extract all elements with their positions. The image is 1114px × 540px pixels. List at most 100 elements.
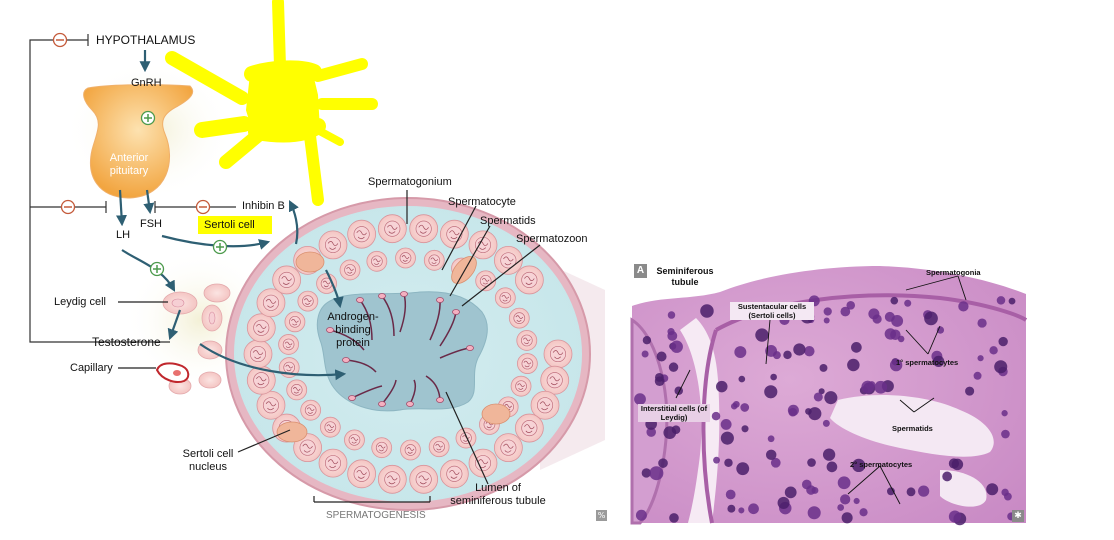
nucleus: [887, 487, 895, 496]
germ-cell: [366, 250, 388, 272]
nucleus: [669, 513, 679, 523]
nucleus: [977, 318, 987, 328]
nucleus: [711, 411, 721, 421]
spermatozoon-mark: [439, 345, 474, 359]
germ-cell: [395, 247, 416, 269]
nucleus: [734, 346, 747, 359]
label-capillary: Capillary: [70, 362, 113, 374]
nucleus: [891, 315, 904, 327]
label-sustentacular: Sustentacular cells (Sertoli cells): [730, 302, 814, 320]
minus-sign-pituitary: [60, 199, 76, 215]
label-hypothalamus: HYPOTHALAMUS: [96, 33, 196, 47]
label-leydig-cell: Leydig cell: [54, 296, 106, 308]
label-spermatids: Spermatids: [480, 215, 536, 227]
nucleus: [784, 486, 797, 499]
label-anterior-pituitary: Anterior pituitary: [109, 152, 149, 177]
nucleus: [986, 483, 999, 496]
nucleus: [713, 456, 720, 464]
germ-cell: [494, 287, 516, 309]
nucleus: [808, 407, 822, 421]
nucleus: [641, 468, 652, 478]
label-testosterone: Testosterone: [92, 335, 161, 349]
regulation-signs: [52, 32, 228, 277]
nucleus: [868, 308, 880, 320]
nucleus: [823, 307, 832, 316]
nucleus: [730, 402, 738, 410]
nucleus: [874, 380, 888, 394]
label-2nd-spermatocytes: 2° spermatocytes: [850, 460, 913, 469]
nucleus: [853, 497, 860, 505]
nucleus: [725, 489, 736, 500]
germ-cell: [508, 307, 530, 329]
nucleus: [884, 328, 897, 340]
germ-cell: [493, 433, 523, 463]
nucleus: [748, 503, 759, 515]
label-lumen: Lumen of seminiferous tubule: [450, 482, 546, 507]
germ-cell: [516, 330, 538, 351]
nucleus: [932, 355, 945, 368]
germ-cell: [475, 270, 497, 292]
capillary-shape: [155, 362, 190, 383]
label-gnrh: GnRH: [131, 77, 162, 89]
nucleus: [942, 471, 953, 482]
nucleus: [924, 311, 938, 326]
nucleus: [889, 358, 903, 372]
germ-cell: [530, 390, 560, 420]
spermatozoon-mark: [399, 291, 408, 333]
germ-cell: [517, 353, 538, 374]
germ-cell: [246, 313, 276, 343]
sertoli-cells: [276, 251, 511, 443]
nucleus: [654, 373, 664, 382]
nucleus: [813, 392, 823, 402]
germ-cell: [256, 390, 286, 420]
nucleus: [727, 504, 736, 513]
nucleus: [846, 301, 856, 310]
plus-sign-fsh: [212, 239, 228, 255]
nucleus: [783, 350, 792, 360]
germ-cell: [455, 427, 477, 449]
nucleus: [819, 363, 828, 372]
nucleus: [804, 345, 815, 357]
spermatozoon-mark: [429, 297, 444, 341]
germ-cell: [493, 245, 523, 275]
spermatozoa: [326, 291, 474, 407]
nucleus: [720, 431, 734, 445]
germ-cell: [514, 265, 544, 295]
nucleus: [767, 435, 775, 443]
spermatozoon-mark: [439, 309, 460, 347]
germ-cell: [339, 259, 361, 281]
nucleus: [1008, 297, 1016, 305]
spermatozoon-mark: [406, 379, 417, 407]
germ-cell: [300, 399, 322, 421]
germ-cell: [468, 230, 498, 260]
germ-cell: [540, 365, 570, 395]
nucleus: [764, 385, 778, 399]
nucleus: [859, 508, 868, 517]
nucleus: [674, 386, 683, 396]
nucleus: [807, 458, 816, 467]
spermatozoon-mark: [425, 375, 444, 403]
germ-cell: [423, 249, 445, 271]
germ-cell: [543, 339, 573, 369]
nucleus: [670, 340, 683, 353]
nucleus: [1003, 492, 1012, 501]
spermatozoon-mark: [378, 293, 395, 337]
plus-sign-gnrh: [140, 110, 156, 126]
yellow-sun-doodle: [165, 0, 378, 206]
germ-cell: [377, 214, 407, 244]
sertoli-cell-highlight: [198, 216, 272, 234]
nucleus: [1001, 429, 1010, 439]
nucleus: [736, 462, 750, 476]
nucleus: [642, 336, 652, 345]
germ-cell: [344, 429, 365, 451]
nucleus: [700, 304, 714, 318]
nucleus: [646, 427, 656, 437]
nucleus: [852, 458, 866, 473]
nucleus: [840, 494, 851, 505]
germ-cell: [318, 230, 348, 260]
germ-cell: [371, 437, 393, 459]
nucleus: [826, 461, 838, 473]
nucleus: [904, 299, 912, 307]
leader-lines: [118, 190, 541, 503]
nucleus: [740, 403, 750, 412]
